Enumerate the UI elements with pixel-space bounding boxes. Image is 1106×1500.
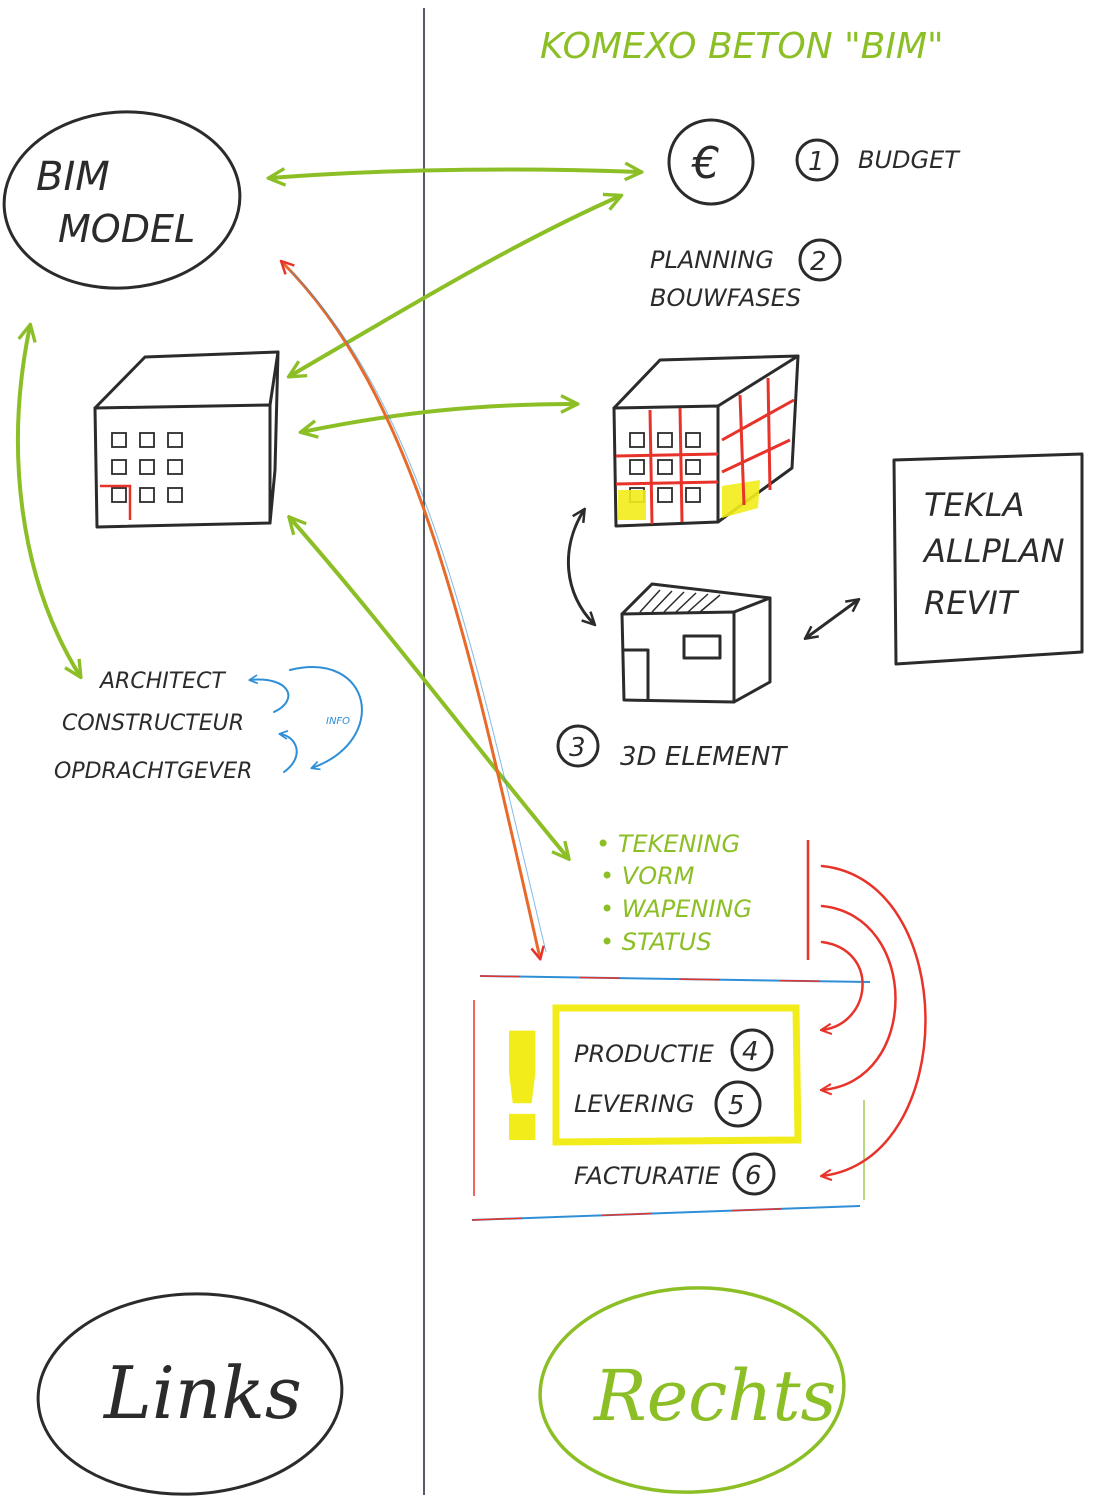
element-info-status: • STATUS — [600, 928, 712, 956]
arrow-status-facturatie — [822, 864, 927, 1176]
arrow-status-levering — [822, 904, 897, 1090]
software-tekla: TEKLA — [924, 486, 1024, 524]
software-box — [892, 452, 1084, 666]
warning-icon: ! — [488, 1002, 556, 1176]
element-info-vorm: • VORM — [600, 862, 695, 890]
info-arrow-3 — [280, 734, 298, 773]
badge-4-number: 4 — [742, 1037, 759, 1067]
process-levering: LEVERING — [574, 1090, 694, 1118]
arrow-bim-stakeholders — [15, 326, 80, 676]
arrow-bim-process — [282, 262, 540, 958]
stakeholder-opdrachtgever: OPDRACHTGEVER — [54, 759, 252, 784]
planning-line-2: BOUWFASES — [650, 284, 801, 312]
badge-2-number: 2 — [810, 247, 827, 277]
euro-circle — [667, 118, 755, 206]
info-label: INFO — [326, 716, 350, 727]
arrow-status-productie — [822, 940, 864, 1030]
software-revit: REVIT — [924, 584, 1020, 622]
rechts-ellipse — [538, 1286, 846, 1494]
stakeholder-constructeur: CONSTRUCTEUR — [62, 711, 244, 736]
arrow-building-element — [566, 510, 594, 624]
arrow-element-software — [806, 600, 858, 638]
arrow-building-planning — [290, 196, 620, 376]
badge-5-circle — [714, 1080, 762, 1128]
arrow-bim-process-shadow — [289, 269, 547, 953]
euro-icon: € — [691, 138, 720, 189]
bim-model-ellipse — [2, 110, 242, 290]
process-box — [471, 975, 871, 1221]
rechts-label: Rechts — [592, 1355, 836, 1437]
badge-2-circle — [798, 238, 842, 282]
left-building-icon — [93, 350, 280, 529]
stakeholder-architect: ARCHITECT — [98, 669, 226, 694]
bim-model-line-1: BIM — [36, 154, 110, 200]
right-building-icon — [612, 354, 800, 528]
arrow-bim-budget — [270, 170, 640, 178]
element-info-wapening: • WAPENING — [600, 895, 752, 923]
info-arrow-1 — [250, 680, 290, 713]
badge-5-number: 5 — [728, 1091, 745, 1121]
budget-label: BUDGET — [858, 146, 961, 174]
arrow-buildings — [302, 404, 576, 432]
links-ellipse — [36, 1292, 344, 1496]
software-allplan: ALLPLAN — [922, 532, 1065, 570]
badge-4-circle — [730, 1028, 774, 1072]
links-label: Links — [102, 1351, 302, 1435]
planning-line-1: PLANNING — [650, 246, 774, 274]
bim-model-line-2: MODEL — [58, 207, 195, 251]
arrow-building-element-info — [290, 518, 568, 858]
highlight-box — [552, 1004, 802, 1146]
badge-6-number: 6 — [745, 1161, 762, 1191]
process-productie: PRODUCTIE — [574, 1040, 715, 1068]
element-info-tekening: • TEKENING — [596, 830, 740, 858]
3d-element-icon — [620, 582, 772, 704]
3d-element-label: 3D ELEMENT — [620, 742, 788, 772]
badge-1-number: 1 — [808, 147, 825, 177]
page-title: KOMEXO BETON "BIM" — [540, 26, 944, 67]
badge-6-circle — [732, 1152, 776, 1196]
badge-3-number: 3 — [569, 733, 586, 763]
process-facturatie: FACTURATIE — [574, 1162, 721, 1190]
badge-1-circle — [795, 138, 839, 182]
